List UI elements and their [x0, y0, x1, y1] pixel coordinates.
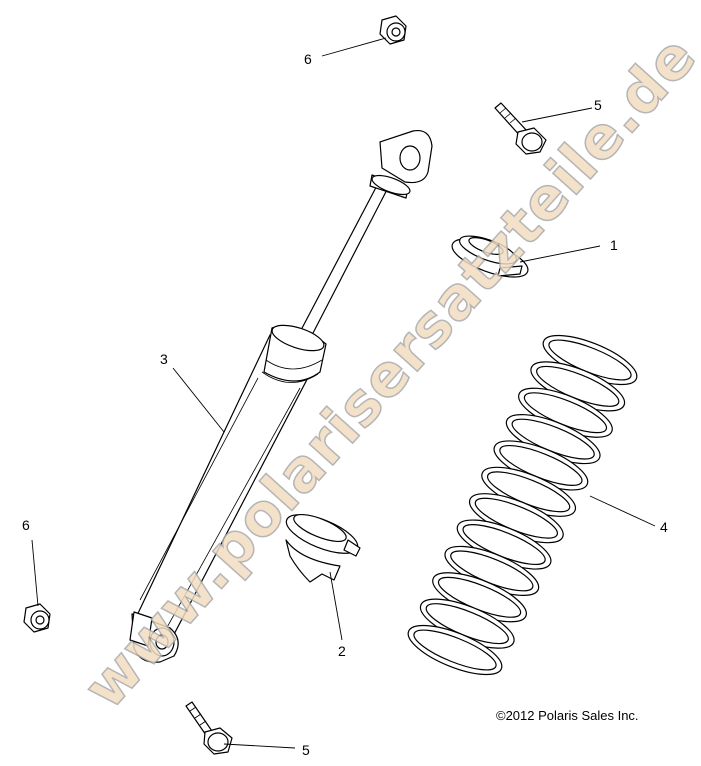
bolt-lower: [185, 701, 233, 755]
nut-lower: [23, 603, 51, 633]
leader-lines: [31, 37, 656, 749]
spring-retainer-upper: [451, 235, 529, 278]
callout-1: 1: [610, 237, 618, 253]
callout-3: 3: [160, 351, 168, 367]
callout-5-upper: 5: [594, 97, 602, 113]
coil-spring: [407, 334, 638, 676]
nut-upper: [379, 15, 407, 45]
spring-retainer-lower: [285, 513, 361, 583]
spring-coil: [413, 629, 497, 671]
copyright-text: ©2012 Polaris Sales Inc.: [496, 708, 639, 723]
callout-2: 2: [338, 643, 346, 659]
callout-5-lower: 5: [302, 742, 310, 758]
shock-absorber: [129, 129, 433, 663]
spring-coil: [407, 624, 503, 676]
callout-4: 4: [660, 519, 668, 535]
callout-6-upper: 6: [304, 51, 312, 67]
bolt-upper: [494, 102, 547, 155]
callout-6-lower: 6: [22, 517, 30, 533]
